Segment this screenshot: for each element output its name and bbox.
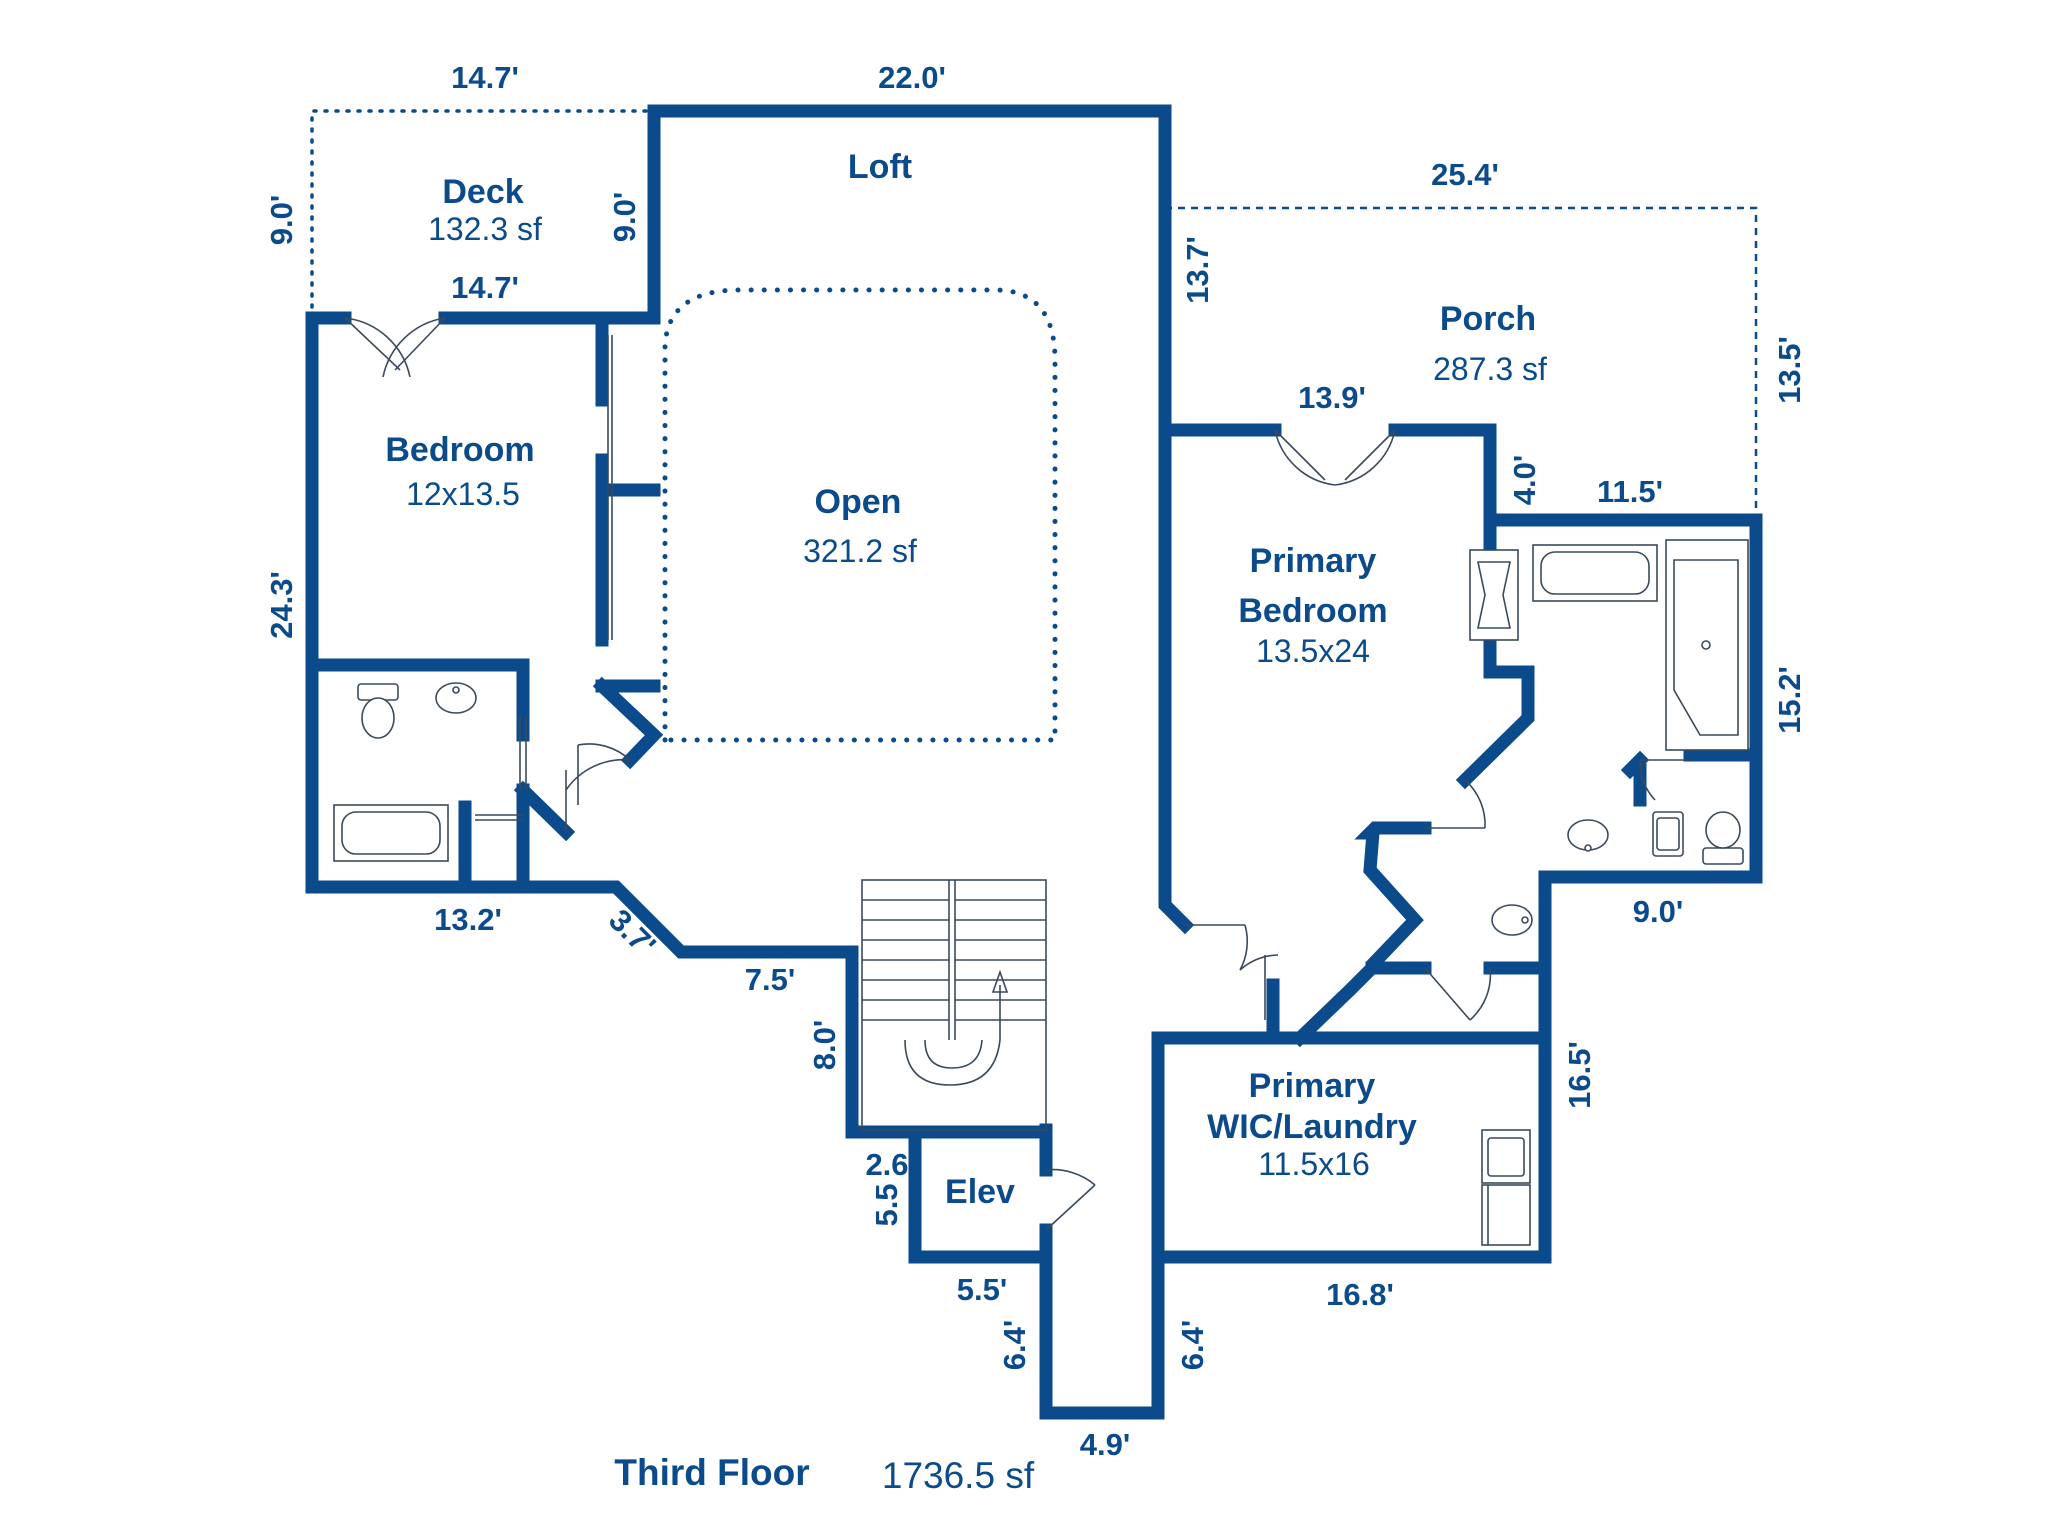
fixtures (333, 539, 1749, 1246)
toilet-icon (357, 683, 399, 739)
dim-deck-top: 14.7' (451, 60, 519, 95)
sink-icon (435, 682, 477, 714)
bathtub-icon (1532, 544, 1658, 602)
open-area-outline (662, 287, 1058, 743)
dim-stair-left: 8.0' (807, 1020, 842, 1070)
primary-wic-label-line2: WIC/Laundry (1207, 1108, 1417, 1146)
sink-icon (1491, 904, 1533, 936)
dim-porch-top: 25.4' (1431, 157, 1499, 192)
open-label: Open (815, 483, 902, 521)
dim-bath-top: 11.5' (1597, 474, 1663, 509)
dim-bedroom-left: 24.3' (264, 571, 299, 639)
dim-porch-left: 13.7' (1180, 236, 1215, 304)
floor-title-text: Third Floor (614, 1452, 809, 1493)
dim-bath-bottom: 9.0' (1633, 894, 1683, 929)
dim-wic-bottom: 16.8' (1326, 1277, 1394, 1312)
cabinet-icon (1469, 549, 1519, 641)
dim-porch-right: 13.5' (1772, 336, 1807, 404)
deck-outline (310, 109, 658, 320)
dim-diagonal: 3.7' (602, 902, 662, 962)
dim-elev-top: 2.6 (865, 1147, 908, 1182)
open-area: 321.2 sf (803, 533, 917, 569)
dim-porch-step: 4.0' (1507, 455, 1542, 505)
dim-hall-right: 6.4' (1175, 1320, 1210, 1370)
primary-bedroom-size: 13.5x24 (1256, 633, 1370, 669)
deck-area: 132.3 sf (428, 211, 542, 247)
dim-bath-right: 15.2' (1772, 666, 1807, 734)
room-labels: Deck 132.3 sf Loft Open 321.2 sf Porch 2… (385, 148, 1547, 1211)
floor-title: Third Floor 1736.5 sf (614, 1452, 1034, 1496)
dim-bedroom-bottom: 13.2' (434, 902, 502, 937)
bedroom-size: 12x13.5 (406, 476, 520, 512)
toilet-icon (1652, 811, 1684, 857)
bedroom-label: Bedroom (385, 431, 534, 469)
deck-label: Deck (442, 173, 523, 211)
dim-wic-right: 16.5' (1562, 1041, 1597, 1109)
porch-outline (1165, 206, 1758, 515)
dim-hall-bottom: 4.9' (1080, 1427, 1130, 1462)
dim-deck-left: 9.0' (264, 195, 299, 245)
primary-wic-size: 11.5x16 (1258, 1146, 1370, 1182)
dim-deck-right: 9.0' (607, 192, 642, 242)
staircase (861, 879, 1047, 1131)
floor-total-area: 1736.5 sf (882, 1455, 1035, 1496)
dim-deck-bottom: 14.7' (451, 270, 519, 305)
dim-primary-bedroom-top: 13.9' (1298, 380, 1366, 415)
loft-label: Loft (848, 148, 912, 186)
doors (344, 317, 1690, 1231)
shower-icon (1665, 539, 1749, 751)
dim-elev-left: 5.5 (869, 1183, 904, 1226)
walls (305, 104, 1763, 1420)
washer-icon (1481, 1129, 1531, 1184)
dimension-labels: 14.7' 14.7' 9.0' 9.0' 22.0' 25.4' 13.7' … (264, 60, 1807, 1462)
dim-loft-top: 22.0' (878, 60, 946, 95)
elev-label: Elev (945, 1173, 1015, 1211)
primary-bedroom-label-line2: Bedroom (1238, 592, 1387, 630)
primary-bedroom-label-line1: Primary (1250, 542, 1377, 580)
dim-hall-left: 6.4' (997, 1320, 1032, 1370)
bathtub-icon (333, 804, 449, 862)
porch-label: Porch (1440, 300, 1536, 338)
sink-icon (1567, 819, 1609, 852)
primary-wic-label-line1: Primary (1249, 1067, 1376, 1105)
dim-stair-top: 7.5' (745, 962, 795, 997)
toilet-icon (1702, 811, 1744, 865)
porch-area: 287.3 sf (1433, 351, 1547, 387)
dim-elev-bottom: 5.5' (957, 1272, 1007, 1307)
dryer-icon (1481, 1184, 1531, 1246)
